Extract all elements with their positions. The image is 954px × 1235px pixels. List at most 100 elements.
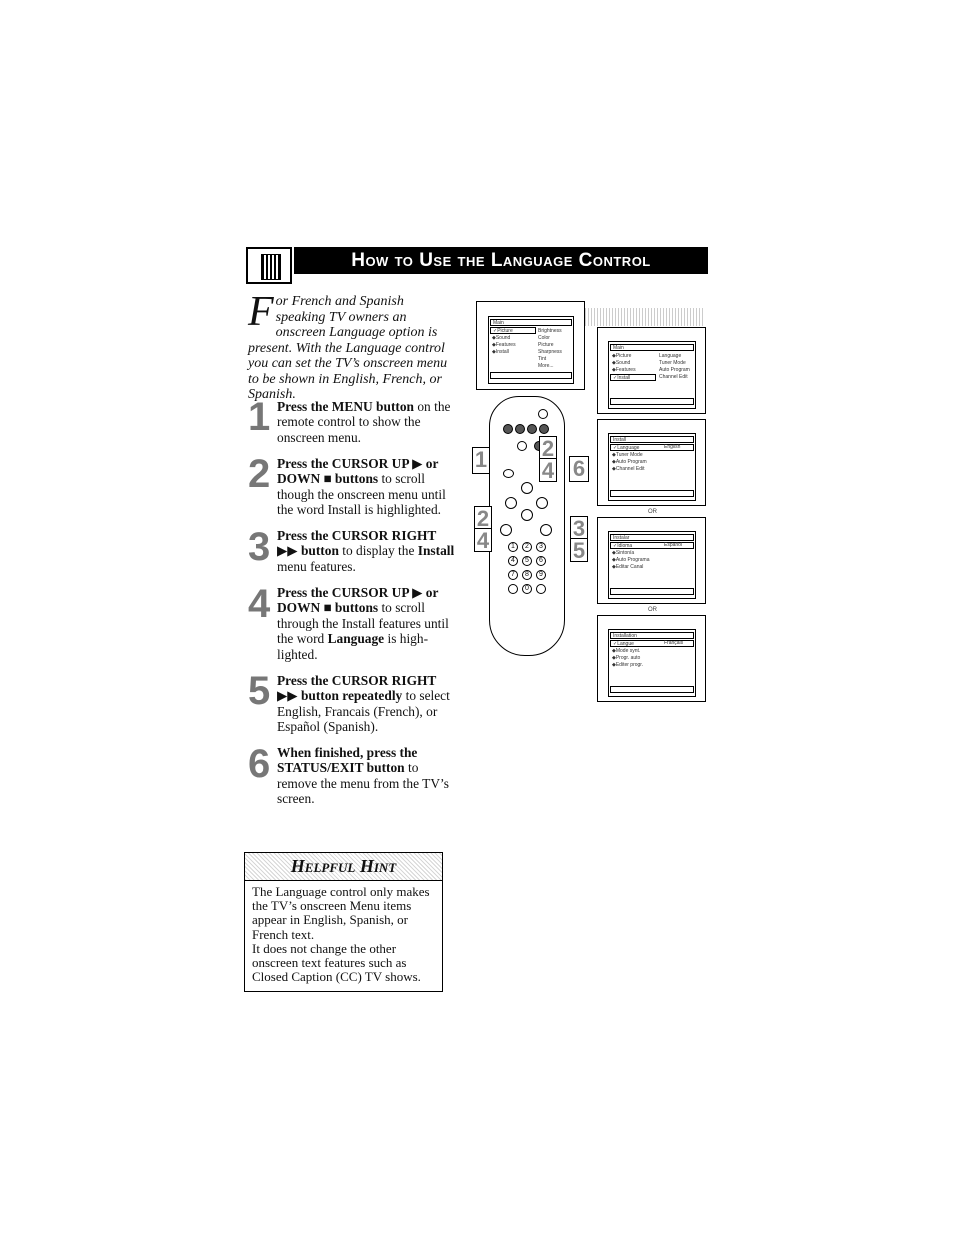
volume-button-icon [500,524,512,536]
tv-screen-main-install: Main ◆Picture ◆Sound ◆Features ✓Install … [597,327,706,414]
color-button-icon [515,424,525,434]
step-3-rest: to display the [338,543,418,559]
submenu-3: Auto Program [659,367,690,373]
step-4: Press the CURSOR UP ▶ or DOWN ■ buttons … [277,585,455,662]
menu-row-2: ◆Sound [492,335,511,341]
keypad-button: 7 [508,570,518,580]
submenu-1: Language [659,353,682,359]
step-6-rest: to remove the menu from the TV’s screen. [277,760,449,807]
step-6: When finished, press the STATUS/EXIT but… [277,745,455,807]
tv-screen-install-french: Installation ✓Langue Français ◆Mode synt… [597,615,706,702]
or-label-2: OR [648,607,657,613]
step-number-5: 5 [248,669,271,713]
callout-3: 3 [570,516,588,541]
step-3-bold: Press the CURSOR RIGHT ▶▶ button [277,528,437,559]
callout-6: 6 [569,456,589,482]
step-1-bold: Press the MENU button [277,399,415,414]
color-button-icon [503,424,513,434]
language-value: Español [664,542,683,548]
step-3: Press the CURSOR RIGHT ▶▶ button to disp… [277,528,455,574]
submenu-3: Picture [538,342,554,348]
intro-text: or French and Spanish speaking TV owners… [248,294,448,402]
color-button-icon [539,424,549,434]
keypad-button-icon [536,584,546,594]
callout-4: 4 [539,458,557,483]
keypad-button: 0 [522,584,532,594]
language-value: Français [664,640,684,646]
section-badge [246,247,292,284]
menu-row-1: ✓Langue [610,640,694,647]
step-number-1: 1 [248,395,271,439]
channel-button-icon [540,524,552,536]
submenu-6: More... [538,363,554,369]
menu-title-bar: Install [610,436,694,443]
menu-row-1: ◆Picture [612,353,632,359]
step-number-4: 4 [248,582,271,626]
hint-title: Helpful Hint [245,853,442,881]
intro-dropcap: F [248,289,274,335]
keypad-button: 1 [508,542,518,552]
menu-row-4: ◆Editer progr. [612,662,644,668]
menu-button-icon [503,469,514,478]
helpful-hint-box: Helpful Hint The Language control only m… [244,852,443,992]
step-5-bold: Press the CURSOR RIGHT ▶▶ button repeate… [277,673,437,704]
hint-body: The Language control only makes the TV’s… [252,884,440,984]
step-number-2: 2 [248,452,271,496]
menu-row-3: ◆Progr. auto [612,655,641,661]
step-1-rest: on the remote control to show the onscre… [277,399,451,445]
menu-row-4: ◆Install [492,349,509,355]
cursor-up-button-icon [521,482,533,494]
menu-row-3: ◆Features [612,367,636,373]
menu-row-1: ✓Picture [490,327,536,334]
callout-4b: 4 [474,528,492,553]
menu-row-4: ✓Install [610,374,656,381]
menu-bottom-bar [610,588,694,595]
step-3-bold2: Install [417,543,455,559]
step-5: Press the CURSOR RIGHT ▶▶ button repeate… [277,673,455,735]
menu-row-2: ◆Tuner Mode [612,452,643,458]
menu-display: Installation ✓Langue Français ◆Mode synt… [608,629,696,697]
menu-bottom-bar [610,398,694,405]
step-5-rest: to select English, Francais (French), or… [277,688,450,735]
step-4-bold2: Language [327,631,385,647]
menu-row-2: ◆Sintonía [612,550,635,556]
callout-5: 5 [570,538,588,563]
step-4-rest: to scroll through the Install features u… [277,600,449,647]
submenu-2: Tuner Mode [659,360,686,366]
submenu-2: Color [538,335,550,341]
step-1: Press the MENU button on the remote cont… [277,399,455,445]
menu-display: Main ◆Picture ◆Sound ◆Features ✓Install … [608,341,696,409]
language-value: English [664,444,681,450]
menu-row-3: ◆Auto Program [612,459,647,465]
keypad-button: 4 [508,556,518,566]
menu-title-bar: Instalar [610,534,694,541]
keypad-button: 8 [522,570,532,580]
menu-bottom-bar [610,490,694,497]
submenu-4: Channel Edit [659,374,688,380]
menu-title-bar: Main [610,344,694,351]
step-2: Press the CURSOR UP ▶ or DOWN ■ buttons … [277,456,455,518]
section-letter-icon [261,254,281,280]
menu-row-3: ◆Features [492,342,516,348]
menu-row-2: ◆Mode synt. [612,648,641,654]
menu-row-2: ◆Sound [612,360,631,366]
remote-control-image: 1 2 3 4 5 6 7 8 9 0 [489,396,565,656]
step-6-bold: When finished, press the STATUS/EXIT but… [277,745,418,776]
step-number-6: 6 [248,742,271,786]
step-2-rest: to scroll though the onscreen menu until… [277,471,446,518]
submenu-4: Sharpness [538,349,562,355]
step-2-bold: Press the CURSOR UP ▶ or DOWN ■ buttons [277,456,439,487]
menu-row-1: ✓Idioma [610,542,694,549]
step-4-bold: Press the CURSOR UP ▶ or DOWN ■ buttons [277,585,439,616]
round-button-icon [517,441,527,451]
callout-2b: 2 [474,506,492,531]
submenu-5: Tint [538,356,547,362]
step-4-rest2: is high-lighted. [277,631,429,662]
keypad-button: 2 [522,542,532,552]
tv-screen-install-english: Install ✓Language English ◆Tuner Mode ◆A… [597,419,706,506]
menu-title-bar: Main [490,319,572,326]
power-button-icon [538,409,548,419]
keypad-button: 9 [536,570,546,580]
cursor-left-button-icon [505,497,517,509]
